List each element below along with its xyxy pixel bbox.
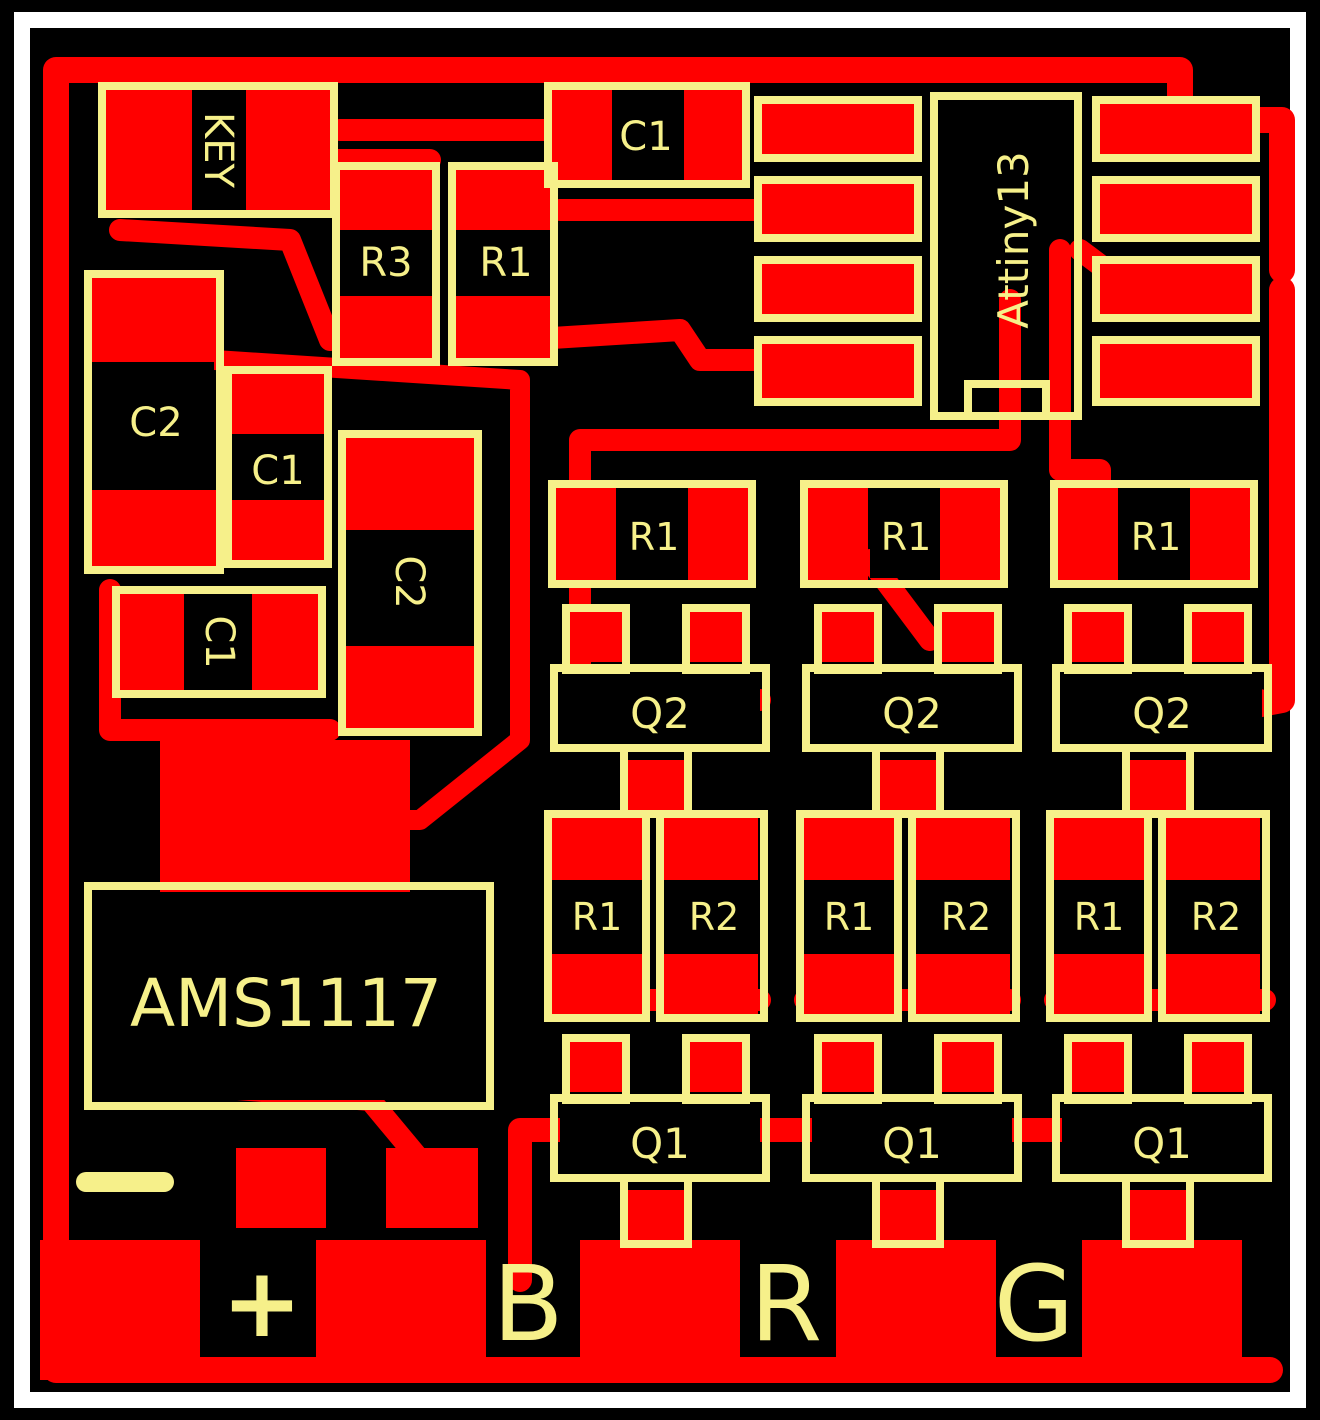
c1-top-outline xyxy=(544,82,750,188)
attiny13-label: Attiny13 xyxy=(989,151,1038,329)
ch1-q2-label[interactable]: Q2 xyxy=(630,689,690,738)
silkscreen: KEY C1 R3 R1 Attiny13 C2 xyxy=(76,82,1260,1365)
pin1-marker xyxy=(964,380,1050,420)
ch2-r2-label[interactable]: R2 xyxy=(941,895,992,939)
ch1-r1-base-label[interactable]: R1 xyxy=(629,515,680,559)
ch1-q1-pin3 xyxy=(620,1174,692,1248)
ch3-q1-pin3 xyxy=(1122,1174,1194,1248)
plus-label: + xyxy=(222,1247,302,1359)
ch3-r1-base-outline xyxy=(1050,480,1258,588)
ch3-r1-label[interactable]: R1 xyxy=(1074,895,1125,939)
c1-top-label[interactable]: C1 xyxy=(619,114,672,160)
c2-mid-outline xyxy=(338,430,482,736)
ch2-r1-base-label[interactable]: R1 xyxy=(881,515,932,559)
ch2-q1-label[interactable]: Q1 xyxy=(882,1119,942,1168)
ch3-r2-outline xyxy=(1158,810,1270,1022)
ch2-r1-label[interactable]: R1 xyxy=(824,895,875,939)
c2-left-outline xyxy=(84,270,224,574)
c1-mid-outline xyxy=(224,366,332,568)
ch2-q1-pin3 xyxy=(872,1174,944,1248)
ch3-r1-base-label[interactable]: R1 xyxy=(1131,515,1182,559)
ch2-r2-outline xyxy=(908,810,1020,1022)
g-label: G xyxy=(994,1243,1075,1365)
attiny13-chip[interactable]: Attiny13 xyxy=(754,92,1260,420)
r3-outline xyxy=(332,162,440,366)
c2-mid-label[interactable]: C2 xyxy=(386,555,432,608)
copper-pads xyxy=(40,90,1256,1380)
ch2-q2-label[interactable]: Q2 xyxy=(882,689,942,738)
c1-low-outline xyxy=(112,586,326,698)
ch2-r1-base-outline xyxy=(800,480,1008,588)
ch1-r2-outline xyxy=(656,810,768,1022)
c1-low-label[interactable]: C1 xyxy=(196,615,242,668)
ams1117-label[interactable]: AMS1117 xyxy=(130,965,442,1042)
ch1-r2-label[interactable]: R2 xyxy=(689,895,740,939)
c1-mid-label[interactable]: C1 xyxy=(251,448,304,494)
board-outline xyxy=(14,12,1306,1408)
ch3-q1-label[interactable]: Q1 xyxy=(1132,1119,1192,1168)
key-outline xyxy=(98,82,338,218)
ch2-r1-outline xyxy=(796,810,902,1022)
b-label: B xyxy=(492,1243,563,1365)
ch3-r2-label[interactable]: R2 xyxy=(1191,895,1242,939)
key-label[interactable]: KEY xyxy=(195,112,241,189)
ch1-q1-label[interactable]: Q1 xyxy=(630,1119,690,1168)
ams1117-outline xyxy=(84,882,494,1110)
r-label: R xyxy=(750,1243,822,1365)
r1-top-label[interactable]: R1 xyxy=(479,240,532,286)
c2-left-label[interactable]: C2 xyxy=(129,400,182,446)
ch3-q2-label[interactable]: Q2 xyxy=(1132,689,1192,738)
ch1-r1-label[interactable]: R1 xyxy=(572,895,623,939)
r3-label[interactable]: R3 xyxy=(359,240,412,286)
ch1-r1-base-outline xyxy=(548,480,756,588)
ch3-r1-outline xyxy=(1046,810,1152,1022)
minus-sign xyxy=(76,1172,174,1192)
ch1-r1-outline xyxy=(544,810,650,1022)
r1-top-outline xyxy=(448,162,558,366)
channel-pads xyxy=(552,488,1260,1246)
